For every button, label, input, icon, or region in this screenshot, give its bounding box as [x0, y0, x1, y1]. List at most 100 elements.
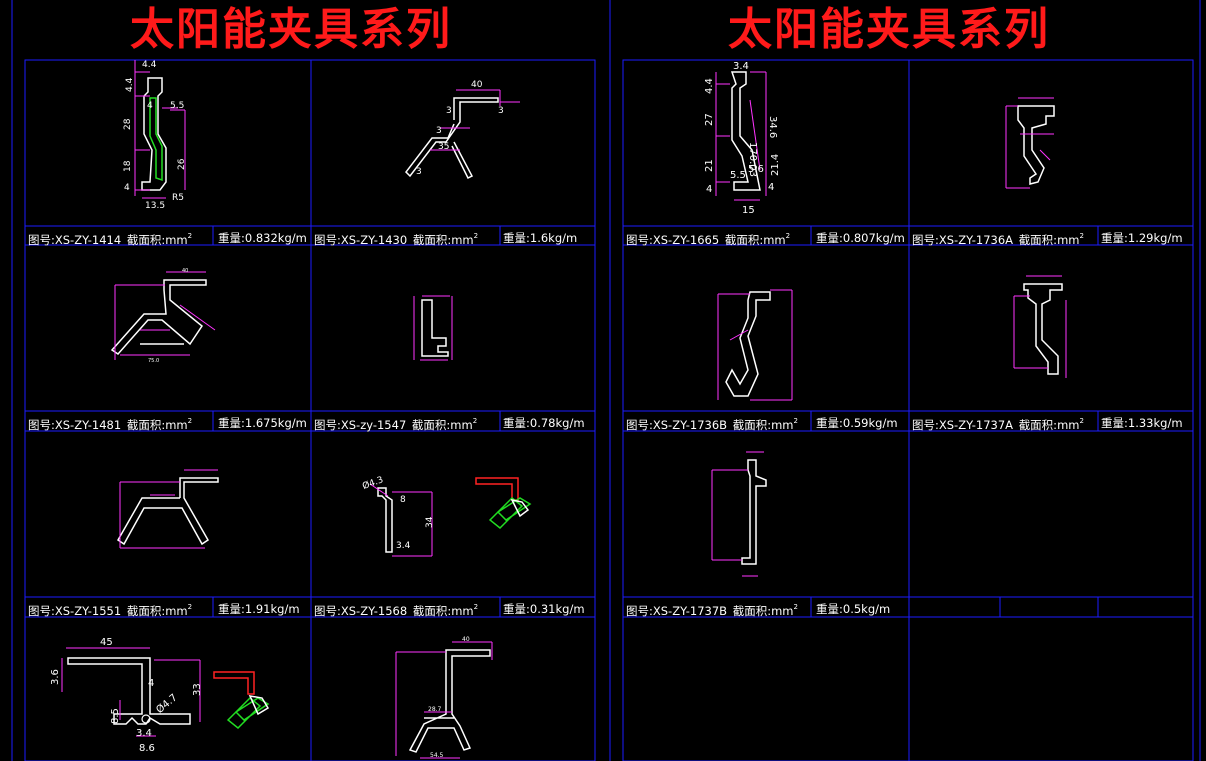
profile-1414-outline	[141, 77, 167, 191]
series-title-left: 太阳能夹具系列	[130, 4, 452, 55]
p1430-dim-3: 3	[436, 126, 442, 136]
p-bl-assembly-white	[248, 695, 270, 716]
p1414-dim-5: 18	[123, 160, 133, 172]
label-1430: 图号:XS-ZY-1430 截面积:mm2	[314, 232, 479, 247]
code-1568: XS-ZY-1568	[340, 604, 408, 618]
p1430-dim-0: 40	[471, 80, 483, 90]
profile-1414-fill	[149, 97, 163, 182]
p1568-dim-1: 8	[400, 495, 406, 505]
label-1547: 图号:XS-zy-1547 截面积:mm2	[314, 417, 478, 432]
weight-1547: 重量:0.78kg/m	[503, 416, 585, 430]
label-1736a: 图号:XS-ZY-1736A 截面积:mm2	[912, 232, 1084, 247]
profile-bottom-left-outline	[67, 657, 191, 725]
pbl-dim-2: 4	[148, 678, 154, 689]
weight-1737b: 重量:0.5kg/m	[816, 602, 891, 616]
code-1481: XS-ZY-1481	[54, 418, 122, 432]
label-1414: 图号:XS-ZY-1414 截面积:mm2	[28, 232, 193, 247]
profile-1551-outline	[117, 477, 219, 546]
profile-1568: Ø4.3 8 34 3.4	[361, 474, 532, 557]
code-1736b: XS-ZY-1736B	[652, 418, 728, 432]
weight-1665: 重量:0.807kg/m	[816, 231, 905, 245]
profile-1547	[413, 295, 453, 361]
pbl-dim-7: 8.6	[139, 743, 155, 754]
pbl-dim-3: 33	[192, 683, 203, 696]
label-1665: 图号:XS-ZY-1665 截面积:mm2	[626, 232, 791, 247]
p1414-dim-3: 5.5	[170, 101, 184, 111]
profile-1430-outline	[405, 97, 499, 180]
weight-1568: 重量:0.31kg/m	[503, 602, 585, 616]
weight-1737a: 重量:1.33kg/m	[1101, 416, 1183, 430]
p1430-dim-1: 3	[446, 106, 452, 116]
profile-1481-outline	[110, 279, 207, 355]
p-bl-assembly-green	[226, 696, 270, 730]
pbm-dim-1: 28.7	[428, 706, 442, 713]
weight-1481: 重量:1.675kg/m	[218, 416, 307, 430]
p1665-dim-10: 4	[768, 182, 774, 193]
profile-1737a-outline	[1023, 283, 1063, 375]
profile-1551	[117, 469, 219, 549]
pbm-dim-2: 54.5	[430, 752, 444, 759]
profile-1737b-outline	[741, 459, 767, 565]
profile-1430: 40 3 3 3 35 3	[405, 80, 520, 180]
p1568-assembly-white	[510, 498, 530, 518]
code-1737b: XS-ZY-1737B	[652, 604, 728, 618]
p1665-dim-7: 5.5	[730, 170, 746, 181]
profile-1547-outline	[421, 299, 449, 357]
p1414-dim-7: 4	[124, 183, 130, 193]
p1430-dim-2: 3	[498, 106, 504, 116]
p1430-dim-4: 35	[438, 142, 449, 152]
profile-1414: 4.4 4.4 4 5.5 28 18 26 4 13.5 R5	[123, 60, 187, 211]
p1568-assembly-red	[475, 477, 519, 501]
frame-grid	[11, 0, 1201, 761]
profile-bottom-mid: 40 28.7 54.5	[395, 636, 493, 759]
pbm-dim-0: 40	[462, 636, 470, 643]
p-bl-assembly-red	[213, 671, 255, 695]
p1665-dim-11: 15	[742, 205, 755, 216]
p1568-dim-0: Ø4.3	[361, 474, 385, 492]
pbl-dim-4: 8.5	[110, 708, 121, 724]
weight-1430: 重量:1.6kg/m	[503, 231, 578, 245]
profile-1736a-outline	[1017, 105, 1055, 185]
code-1414: XS-ZY-1414	[54, 233, 122, 247]
label-1481: 图号:XS-ZY-1481 截面积:mm2	[28, 417, 193, 432]
profile-1736b	[717, 289, 793, 401]
p1414-dim-6: 26	[177, 158, 187, 170]
profile-1737b	[711, 451, 767, 577]
p1665-dim-1: 4.4	[704, 78, 715, 94]
p1665-dim-0: 3.4	[733, 61, 749, 72]
pbl-dim-1: 3.6	[50, 669, 61, 685]
profile-bottom-mid-outline	[408, 649, 491, 753]
p1414-dim-4: 28	[123, 118, 133, 130]
label-1551: 图号:XS-ZY-1551 截面积:mm2	[28, 603, 193, 618]
code-1737a: XS-ZY-1737A	[938, 418, 1014, 432]
pbl-dim-0: 45	[100, 637, 113, 648]
p1481-dim-top: 40	[182, 268, 188, 274]
profile-1481: 40 75.0	[110, 268, 216, 364]
label-1736b: 图号:XS-ZY-1736B 截面积:mm2	[626, 417, 798, 432]
pbl-dim-6: 3.4	[136, 728, 152, 739]
p1568-dim-2: 34	[425, 516, 435, 528]
weight-1736b: 重量:0.59kg/m	[816, 416, 898, 430]
p1414-dim-2: 4	[147, 101, 153, 111]
p1568-dim-3: 3.4	[396, 541, 411, 551]
profile-1665: 3.4 4.4 27 34.6 170.03 21 21.4 5.5 5.6 4…	[704, 61, 781, 216]
code-1665: XS-ZY-1665	[652, 233, 720, 247]
code-1551: XS-ZY-1551	[54, 604, 122, 618]
series-title-right: 太阳能夹具系列	[728, 4, 1050, 55]
p1665-dim-3: 34.6	[767, 116, 778, 138]
weight-1736a: 重量:1.29kg/m	[1101, 231, 1183, 245]
p1430-dim-5: 3	[416, 167, 422, 177]
p1665-dim-6: 21.4	[770, 154, 781, 176]
p1665-dim-4: 170.03	[747, 142, 758, 177]
code-1430: XS-ZY-1430	[340, 233, 408, 247]
label-1568: 图号:XS-ZY-1568 截面积:mm2	[314, 603, 479, 618]
profile-1737a	[1013, 275, 1067, 378]
p-bl-hole	[141, 714, 151, 724]
p1665-dim-9: 4	[706, 184, 712, 195]
profile-1665-outline	[730, 71, 761, 191]
p1481-dim-bottom: 75.0	[148, 358, 159, 364]
code-1736a: XS-ZY-1736A	[938, 233, 1014, 247]
weight-1551: 重量:1.91kg/m	[218, 602, 300, 616]
profile-1736a	[1005, 97, 1055, 189]
